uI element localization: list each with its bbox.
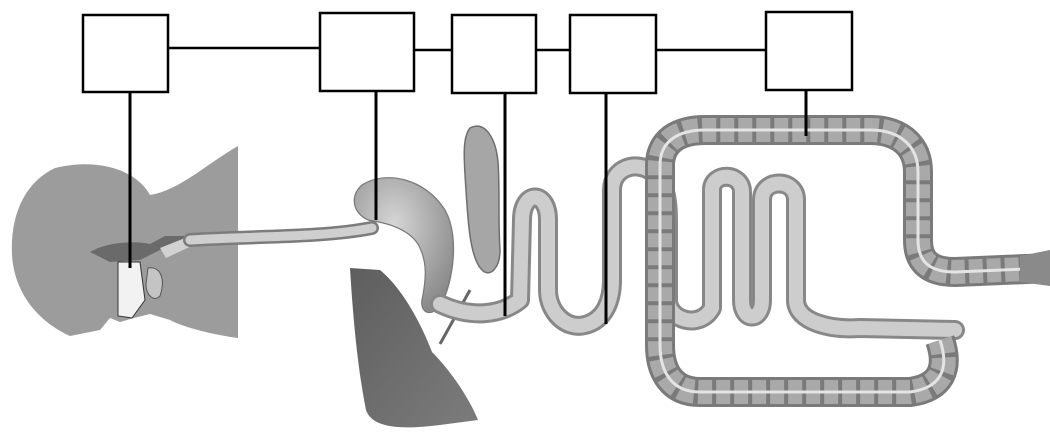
liver bbox=[350, 268, 478, 427]
label-box-2[interactable] bbox=[320, 13, 414, 91]
tongue bbox=[146, 268, 162, 299]
rectum bbox=[1020, 250, 1050, 286]
pancreas bbox=[464, 126, 500, 273]
label-box-5[interactable] bbox=[766, 12, 852, 90]
label-box-4[interactable] bbox=[570, 15, 656, 93]
label-box-3[interactable] bbox=[452, 15, 536, 93]
label-box-1[interactable] bbox=[83, 15, 168, 92]
small-intestine bbox=[440, 166, 955, 330]
